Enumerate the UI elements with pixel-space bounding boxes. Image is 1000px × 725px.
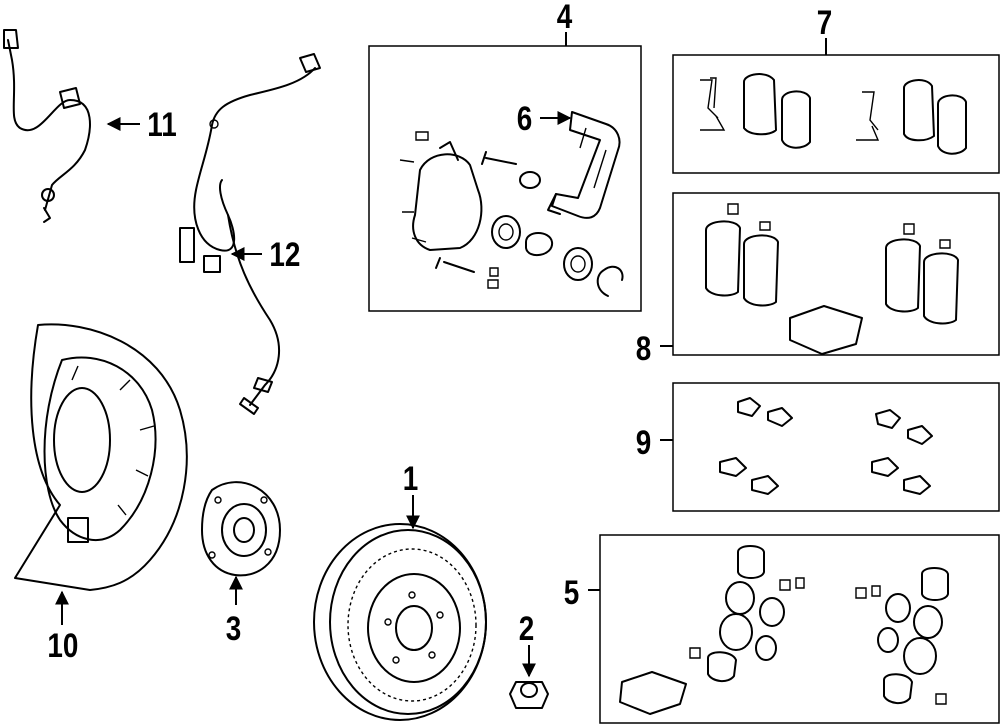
callout-7: 7 bbox=[817, 3, 833, 55]
part-9-pad-clips[interactable] bbox=[672, 382, 1000, 512]
callout-2: 2 bbox=[519, 609, 536, 678]
callout-11-label: 11 bbox=[147, 105, 176, 143]
callout-4-label: 4 bbox=[557, 0, 573, 36]
callout-3: 3 bbox=[226, 575, 243, 648]
callout-11: 11 bbox=[106, 105, 177, 144]
part-5-caliper-seal-kit[interactable] bbox=[599, 534, 1000, 724]
callout-3-label: 3 bbox=[226, 609, 242, 647]
part-6-caliper-bracket[interactable] bbox=[547, 111, 621, 219]
callout-8-label: 8 bbox=[636, 329, 652, 367]
callout-6-label: 6 bbox=[517, 99, 533, 137]
part-2-lug-nut[interactable] bbox=[509, 681, 549, 709]
callout-6: 6 bbox=[517, 99, 572, 138]
part-4-caliper-assembly[interactable] bbox=[368, 45, 642, 312]
callout-12: 12 bbox=[230, 235, 300, 274]
callout-9-label: 9 bbox=[636, 423, 652, 461]
callout-2-label: 2 bbox=[519, 609, 535, 647]
callout-5: 5 bbox=[564, 573, 600, 612]
callout-7-label: 7 bbox=[817, 3, 833, 41]
callout-5-label: 5 bbox=[564, 573, 580, 611]
part-8-pad-shims[interactable] bbox=[672, 192, 1000, 356]
callout-12-label: 12 bbox=[269, 235, 300, 273]
part-7-brake-pads[interactable] bbox=[672, 54, 1000, 174]
callout-10-label: 10 bbox=[47, 626, 78, 664]
part-11-brake-hose[interactable] bbox=[3, 29, 91, 223]
part-10-dust-shield[interactable] bbox=[14, 323, 188, 591]
callout-4: 4 bbox=[557, 0, 573, 46]
part-12-abs-sensor[interactable] bbox=[179, 53, 321, 415]
callout-10: 10 bbox=[47, 590, 78, 665]
part-1-brake-rotor[interactable] bbox=[313, 523, 487, 721]
callout-1-label: 1 bbox=[403, 459, 419, 497]
callout-8: 8 bbox=[636, 329, 673, 368]
callout-1: 1 bbox=[403, 459, 420, 530]
callout-9: 9 bbox=[636, 423, 673, 462]
part-3-hub-bearing[interactable] bbox=[201, 481, 281, 577]
